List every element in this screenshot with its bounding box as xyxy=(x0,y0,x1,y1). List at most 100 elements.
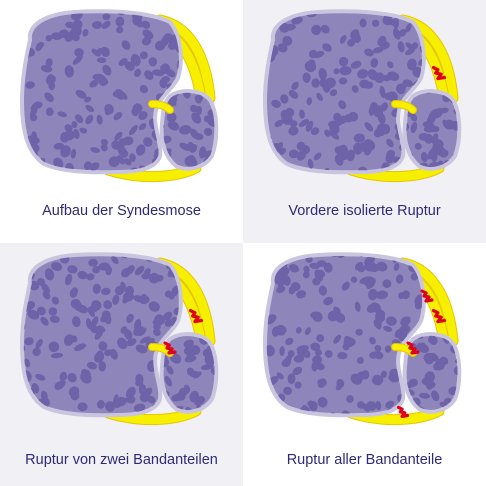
bone-pore xyxy=(350,29,360,40)
bone-pore xyxy=(387,91,398,102)
bone-pore xyxy=(90,316,99,328)
bone-pore xyxy=(288,126,299,136)
bone-pore xyxy=(274,415,281,416)
bone-pore xyxy=(77,270,88,280)
bone-pore xyxy=(188,370,200,378)
bone-pore xyxy=(126,313,134,324)
bone-pore xyxy=(265,23,269,34)
bone-pore xyxy=(368,288,378,301)
bone-pore xyxy=(100,46,110,57)
bone-pore xyxy=(386,149,396,159)
bone-pore xyxy=(143,387,153,397)
bone-pore xyxy=(287,373,296,384)
bone-pore xyxy=(65,21,75,29)
bone-pore xyxy=(125,386,136,399)
bone-pore xyxy=(94,329,103,340)
bone-pore xyxy=(86,273,95,281)
bone-pore xyxy=(112,398,122,409)
bone-pore xyxy=(111,140,121,150)
bone-pore xyxy=(288,149,299,159)
bone-pore xyxy=(88,258,98,267)
bone-pore xyxy=(271,99,281,108)
panel-two-ligament-rupture: Ruptur von zwei Bandanteilen xyxy=(0,243,243,486)
bone-pore xyxy=(285,337,294,346)
bone-pore xyxy=(277,11,286,14)
ligament-band xyxy=(149,101,173,113)
bone-pore xyxy=(91,48,101,57)
bone-pore xyxy=(40,316,49,326)
bone-pore xyxy=(282,275,291,286)
rupture-mark xyxy=(163,341,177,355)
bone-pore xyxy=(341,281,350,291)
bone-pore xyxy=(92,265,101,274)
bone-pore xyxy=(139,293,147,303)
bone-pore xyxy=(22,313,23,321)
bone-pore xyxy=(152,318,162,326)
bone-pore xyxy=(333,68,340,75)
bone-pore xyxy=(410,113,418,122)
bone-pore xyxy=(102,13,111,21)
bone-pore xyxy=(118,58,128,67)
bone-pore xyxy=(139,336,151,344)
bone-pore xyxy=(308,49,318,59)
bone-pore xyxy=(116,26,124,34)
ligament-band xyxy=(392,101,416,113)
bone-pore xyxy=(163,311,173,321)
bone-pore xyxy=(30,105,38,118)
bone-pore xyxy=(342,343,350,351)
bone-pore xyxy=(89,162,100,171)
bone-pore xyxy=(292,171,301,173)
bone-pore xyxy=(22,158,28,170)
bone-pore xyxy=(110,348,118,360)
bone-pore xyxy=(353,142,363,155)
bone-pore xyxy=(280,94,289,104)
bone-pore xyxy=(346,395,354,403)
bone-pore xyxy=(135,373,144,384)
bone-pore xyxy=(124,158,132,166)
tibia-rim xyxy=(20,9,183,175)
bone-pore xyxy=(24,11,35,13)
bone-pore xyxy=(11,132,23,146)
bone-pore xyxy=(190,104,198,113)
bone-pore xyxy=(53,142,65,150)
bone-pore xyxy=(356,401,366,409)
bone-pore xyxy=(351,85,359,93)
bone-pore xyxy=(310,342,321,351)
bone-pore xyxy=(45,107,54,117)
bone-pore xyxy=(304,60,317,73)
bone-pore xyxy=(92,283,101,294)
bone-pore xyxy=(288,90,299,99)
bone-pore xyxy=(67,265,78,274)
bone-pore xyxy=(265,280,267,293)
bone-pore xyxy=(45,58,53,68)
bone-pore xyxy=(290,120,298,128)
bone-pore xyxy=(420,151,428,163)
bone-pore xyxy=(291,81,299,91)
bone-pore xyxy=(69,287,79,298)
bone-pore xyxy=(45,74,56,85)
bone-pore xyxy=(24,337,34,346)
bone-pore xyxy=(386,61,394,69)
bone-pore xyxy=(63,334,74,346)
bone-pore xyxy=(458,100,460,111)
bone-pore xyxy=(310,127,320,136)
rupture-mark xyxy=(396,405,410,418)
bone-pore xyxy=(215,151,225,161)
bone-pore xyxy=(183,339,194,348)
bone-pore xyxy=(98,341,108,351)
bone-pore xyxy=(410,121,418,134)
bone-pore xyxy=(419,392,431,399)
bone-pore xyxy=(280,167,291,173)
bone-pore xyxy=(22,140,25,151)
bone-pore xyxy=(210,407,217,412)
bone-pore xyxy=(102,312,112,325)
bone-pore xyxy=(96,400,105,409)
bone-pore xyxy=(434,362,445,371)
bone-pore xyxy=(170,96,177,106)
bone-pore xyxy=(333,112,342,122)
bone-pore xyxy=(169,40,179,50)
bone-pore xyxy=(309,262,320,270)
bone-pore xyxy=(35,373,46,381)
bone-pore xyxy=(114,131,123,141)
bone-pore xyxy=(353,133,365,143)
